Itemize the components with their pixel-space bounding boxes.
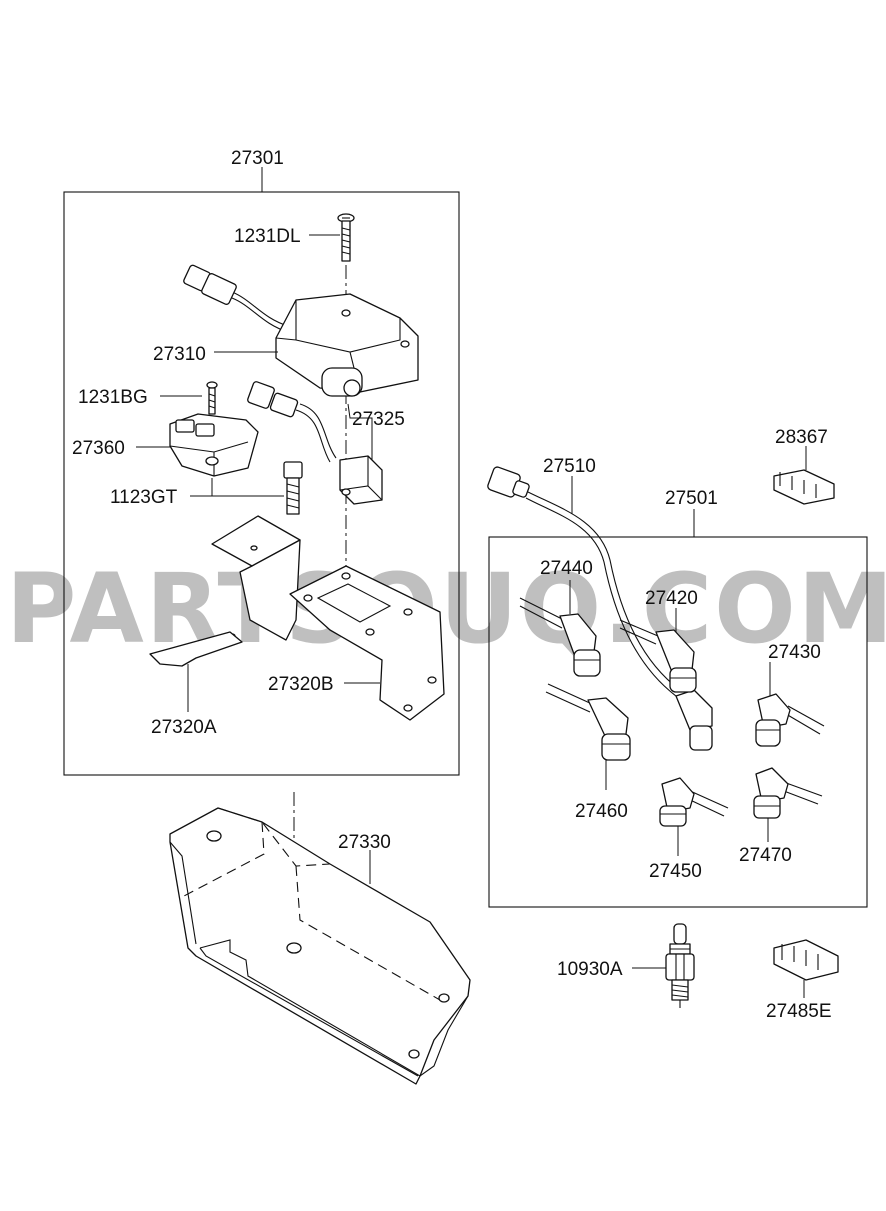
label-27325: 27325	[352, 409, 405, 430]
clip-28367[interactable]	[773, 469, 835, 505]
label-27501: 27501	[665, 488, 718, 509]
group-box-27501	[488, 536, 868, 908]
label-1231bg: 1231BG	[78, 387, 148, 408]
coil-wire-27510[interactable]	[487, 466, 713, 751]
label-27440: 27440	[540, 558, 593, 579]
spark-plug-wire-27430[interactable]	[755, 693, 825, 747]
label-27320a: 27320A	[151, 717, 217, 738]
label-27420: 27420	[645, 588, 698, 609]
bolt-1123gt[interactable]	[283, 461, 303, 515]
label-27485e: 27485E	[766, 1001, 832, 1022]
label-27430: 27430	[768, 642, 821, 663]
watermark: PARTSOUQ.COM	[6, 553, 886, 665]
label-10930a: 10930A	[557, 959, 623, 980]
label-1231dl: 1231DL	[234, 226, 301, 247]
spark-plug-wire-27420[interactable]	[619, 619, 697, 693]
screw-1231bg[interactable]	[206, 381, 218, 415]
spark-plug-wire-27450[interactable]	[659, 777, 729, 827]
label-1123gt: 1123GT	[110, 487, 178, 508]
label-27301: 27301	[231, 148, 284, 169]
screw-1231dl[interactable]	[337, 213, 355, 262]
igniter-module-27360[interactable]	[169, 413, 259, 477]
label-27450: 27450	[649, 861, 702, 882]
spark-plug-wire-27470[interactable]	[753, 767, 823, 819]
boot-27510	[675, 689, 713, 751]
sensor-27325[interactable]	[247, 381, 383, 505]
ignition-coil-27310[interactable]	[183, 264, 419, 397]
label-27460: 27460	[575, 801, 628, 822]
coil-connector	[183, 264, 237, 305]
label-27310: 27310	[153, 344, 206, 365]
spark-plug-wire-27440[interactable]	[519, 597, 601, 677]
label-27510: 27510	[543, 456, 596, 477]
plate-27320a[interactable]	[149, 631, 243, 667]
label-27360: 27360	[72, 438, 125, 459]
spark-plug-wire-27460[interactable]	[545, 683, 631, 761]
spark-plug-10930a[interactable]	[665, 923, 695, 1008]
clip-27485e[interactable]	[773, 939, 839, 981]
label-27320b: 27320B	[268, 674, 334, 695]
bracket-27320b[interactable]	[211, 515, 445, 721]
label-27470: 27470	[739, 845, 792, 866]
label-28367: 28367	[775, 427, 828, 448]
label-27330: 27330	[338, 832, 391, 853]
cover-27330[interactable]	[169, 807, 471, 1085]
